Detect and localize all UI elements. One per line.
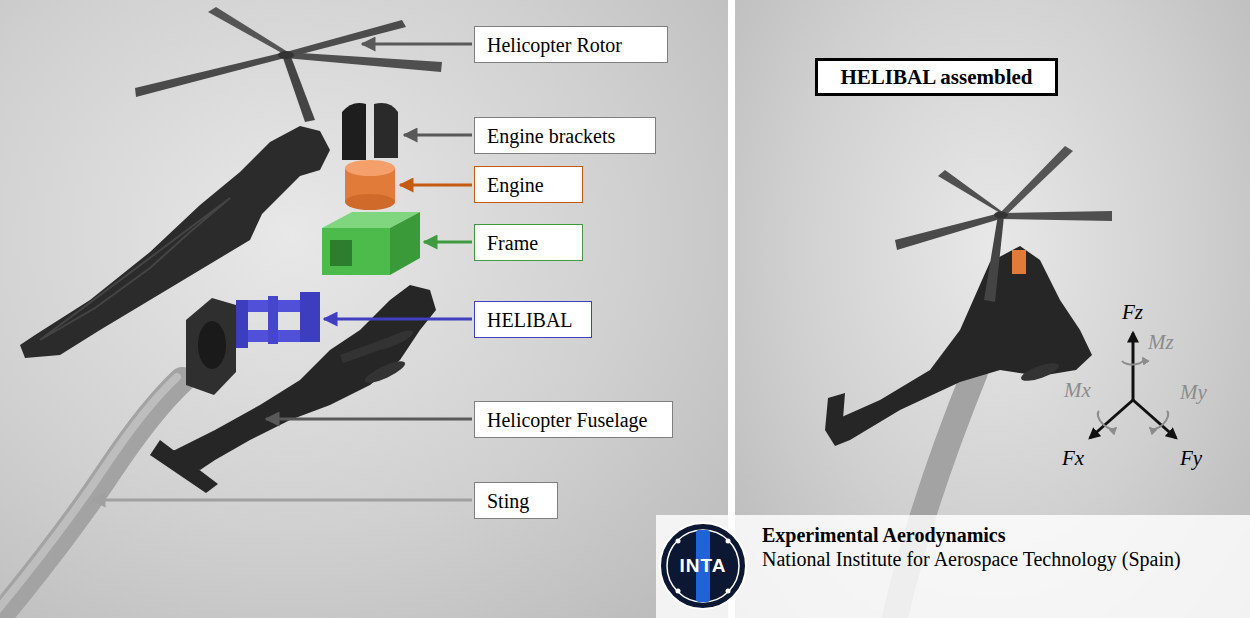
callout-box: Engine brackets (474, 117, 656, 154)
rotor-blade (135, 52, 285, 97)
rotor-hub (994, 212, 1008, 219)
axis-label: Fz (1122, 300, 1143, 324)
rotor-blade (286, 20, 406, 57)
axis-label: Fx (1062, 446, 1084, 470)
leader-arrow (362, 43, 472, 46)
title-box: HELIBAL assembled (815, 58, 1058, 96)
rotor-hub (278, 51, 294, 59)
rotor (895, 146, 1112, 302)
balance-post (300, 292, 320, 342)
callout-text: Helicopter Rotor (475, 33, 634, 57)
logo-badge: INTA (658, 521, 748, 611)
axis-label: My (1180, 380, 1207, 404)
label-anchor: Mz (1148, 330, 1174, 354)
label-anchor: Fz (1122, 300, 1143, 324)
frame-block (322, 212, 420, 275)
tail-fin (150, 440, 218, 493)
callout-text: Engine brackets (475, 124, 627, 148)
rotor (135, 7, 442, 122)
balance-post (268, 296, 278, 344)
engine-base (345, 194, 395, 210)
label-anchor: Fx (1062, 446, 1084, 470)
rotor-blade (984, 215, 1004, 302)
assembled-fuselage (825, 246, 1092, 446)
callout-box: HELIBAL (474, 301, 592, 338)
bracket-plate (374, 103, 398, 158)
frame-front (322, 228, 390, 275)
logo-dot (726, 539, 731, 544)
logo-dot (676, 539, 681, 544)
force-axis (1090, 400, 1133, 438)
force-axis (1133, 400, 1176, 438)
logo-text: INTA (680, 555, 727, 577)
weapon-pod (363, 357, 408, 386)
axis-label: Mz (1148, 330, 1174, 354)
label-anchor: My (1180, 380, 1207, 404)
callout-box: Helicopter Rotor (474, 26, 668, 63)
bracket-plate (342, 103, 366, 160)
helibal-balance (236, 292, 320, 348)
callout-box: Helicopter Fuselage (474, 401, 673, 438)
title-text: HELIBAL assembled (818, 65, 1055, 89)
logo-dot (676, 589, 681, 594)
weapon-pod (1019, 360, 1061, 385)
nose-ring-hole (198, 321, 226, 369)
engine-brackets (342, 103, 398, 160)
callout-text: Frame (475, 231, 550, 255)
rotor-blade (1000, 146, 1073, 218)
frame-opening (330, 240, 352, 266)
balance-post (236, 300, 248, 348)
rotor-blade (282, 54, 315, 122)
axis-label: Mx (1064, 378, 1091, 402)
moment-arc (1098, 411, 1116, 429)
leader-arrow (400, 184, 472, 187)
callout-box: Sting (474, 482, 558, 519)
leader-arrow (404, 134, 472, 137)
moment-arc (1150, 411, 1168, 429)
panel-heading: Experimental Aerodynamics (762, 523, 1240, 547)
callout-box: Frame (474, 224, 583, 261)
fuselage-left-half (20, 126, 330, 358)
engine-glimpse (1012, 250, 1026, 274)
fuselage-right-half (150, 285, 436, 470)
weapon-pod (375, 327, 415, 353)
moment-arc (1122, 358, 1144, 365)
tail-fin (825, 393, 845, 432)
rotor-blade (895, 213, 1000, 250)
rotor-blade (208, 7, 288, 52)
leader-arrow (424, 241, 472, 244)
leader-arrow (324, 318, 472, 321)
panel-body-text: National Institute for Aerospace Technol… (762, 547, 1182, 571)
label-anchor: Fy (1180, 446, 1202, 470)
nose-ring (186, 298, 236, 395)
sting-highlight (0, 377, 177, 618)
rotor-blade (1000, 211, 1112, 221)
callout-box: Engine (474, 166, 583, 203)
leader-arrow (92, 499, 472, 502)
rotor-blade (938, 170, 1004, 213)
force-axis (1132, 333, 1135, 400)
callout-text: Engine (475, 173, 556, 197)
logo-panel: Experimental AerodynamicsNational Instit… (656, 515, 1250, 618)
engine-motor (345, 160, 395, 210)
frame-side (390, 212, 420, 275)
leader-arrow (266, 418, 472, 421)
engine-top (345, 160, 395, 176)
callout-text: Helicopter Fuselage (475, 408, 660, 432)
logo-dot (726, 589, 731, 594)
callout-text: HELIBAL (475, 308, 585, 332)
axis-label: Fy (1180, 446, 1202, 470)
logo-ring (667, 530, 739, 602)
label-anchor: Mx (1064, 378, 1091, 402)
callout-text: Sting (475, 489, 541, 513)
logo-disc (660, 523, 746, 609)
rotor-blade (285, 52, 442, 72)
